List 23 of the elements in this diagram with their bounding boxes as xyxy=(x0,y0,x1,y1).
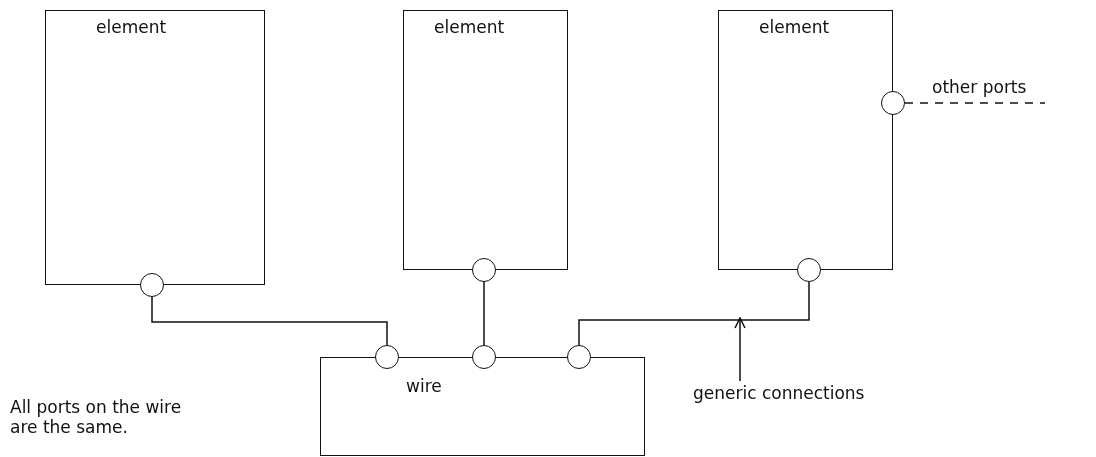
box-label: wire xyxy=(406,376,442,396)
arrow xyxy=(734,317,746,382)
box-label: element xyxy=(434,17,505,37)
port-circle xyxy=(797,258,821,282)
annotation-text: generic connections xyxy=(693,383,883,407)
port-circle xyxy=(472,258,496,282)
port-circle xyxy=(472,345,496,369)
port-circle xyxy=(375,345,399,369)
element-box xyxy=(45,10,265,285)
annotation-text: other ports xyxy=(932,78,1027,98)
element-box xyxy=(718,10,893,270)
connector-line xyxy=(151,296,388,346)
connector-line xyxy=(904,102,1046,104)
box-label: element xyxy=(759,17,830,37)
connector-line xyxy=(578,281,810,346)
port-circle xyxy=(881,91,905,115)
element-box xyxy=(403,10,568,270)
port-circle xyxy=(140,273,164,297)
box-label: element xyxy=(96,17,167,37)
connector-line xyxy=(483,281,485,346)
port-circle xyxy=(567,345,591,369)
wire-box xyxy=(320,357,645,456)
note-text: All ports on the wire are the same. xyxy=(10,398,183,438)
